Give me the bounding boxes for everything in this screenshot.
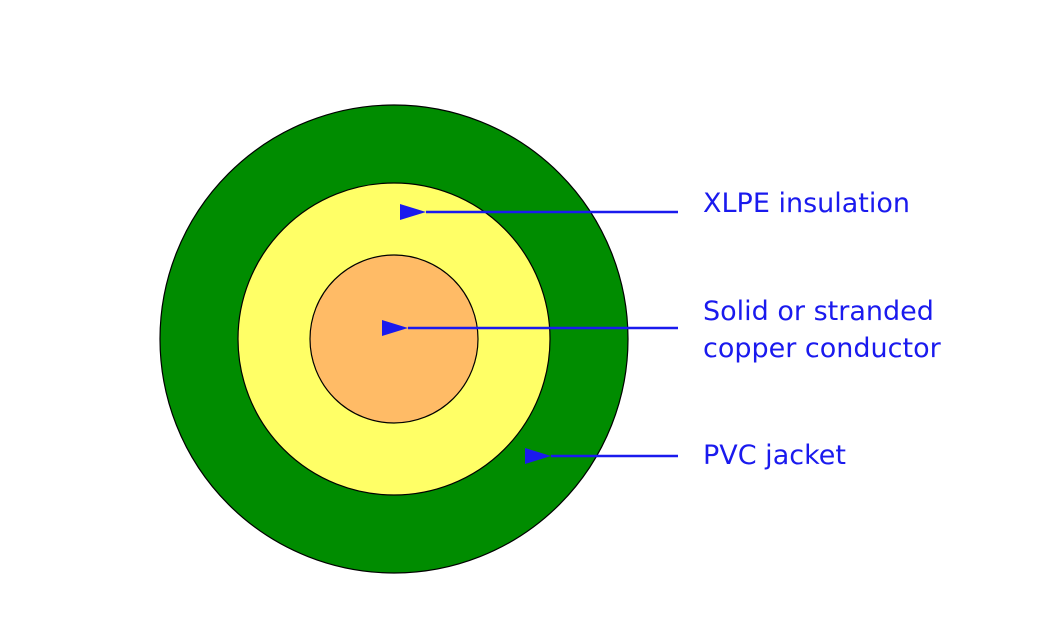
xlpe-insulation-label: XLPE insulation	[703, 185, 910, 222]
pvc-jacket-label: PVC jacket	[703, 437, 846, 474]
copper-conductor-label-line2: copper conductor	[703, 333, 941, 364]
copper-conductor-core	[309, 254, 479, 424]
pvc-jacket-label-text: PVC jacket	[703, 440, 846, 471]
copper-conductor-label: Solid or stranded copper conductor	[703, 293, 941, 367]
xlpe-insulation-label-text: XLPE insulation	[703, 188, 911, 219]
copper-conductor-label-line1: Solid or stranded	[703, 296, 934, 327]
